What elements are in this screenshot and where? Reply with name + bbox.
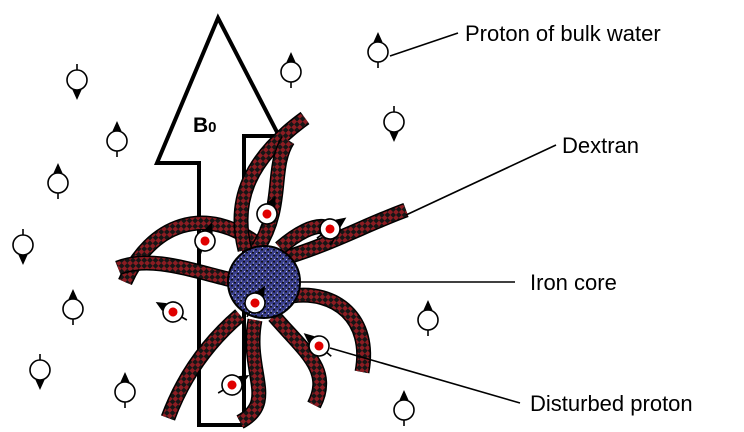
proton-spin-icon [48,163,68,199]
proton-spin-icon [30,354,50,390]
proton-spin-icon [63,289,83,325]
leader-line-dextran [406,145,556,215]
leader-line-disturbed [330,348,520,403]
proton-spin-icon [368,32,388,68]
b0-label-subscript: 0 [208,119,216,136]
proton-spin-icon [384,106,404,142]
proton-spin-icon [115,372,135,408]
label-iron-core: Iron core [530,270,617,295]
b0-label-letter: B [193,114,208,137]
disturbed-proton-icon [151,293,192,328]
label-disturbed: Disturbed proton [530,391,693,416]
leader-line-bulk-water [390,33,458,56]
dextran-strand [274,316,320,405]
leader-lines [300,33,556,403]
proton-spin-icon [394,390,414,426]
label-bulk-water: Proton of bulk water [465,21,661,46]
label-dextran: Dextran [562,133,639,158]
proton-spin-icon [107,121,127,157]
proton-spin-icon [418,300,438,336]
proton-spin-icon [281,52,301,88]
proton-spin-icon [67,64,87,100]
proton-spin-icon [13,229,33,265]
dextran-strand-outline [292,295,364,372]
